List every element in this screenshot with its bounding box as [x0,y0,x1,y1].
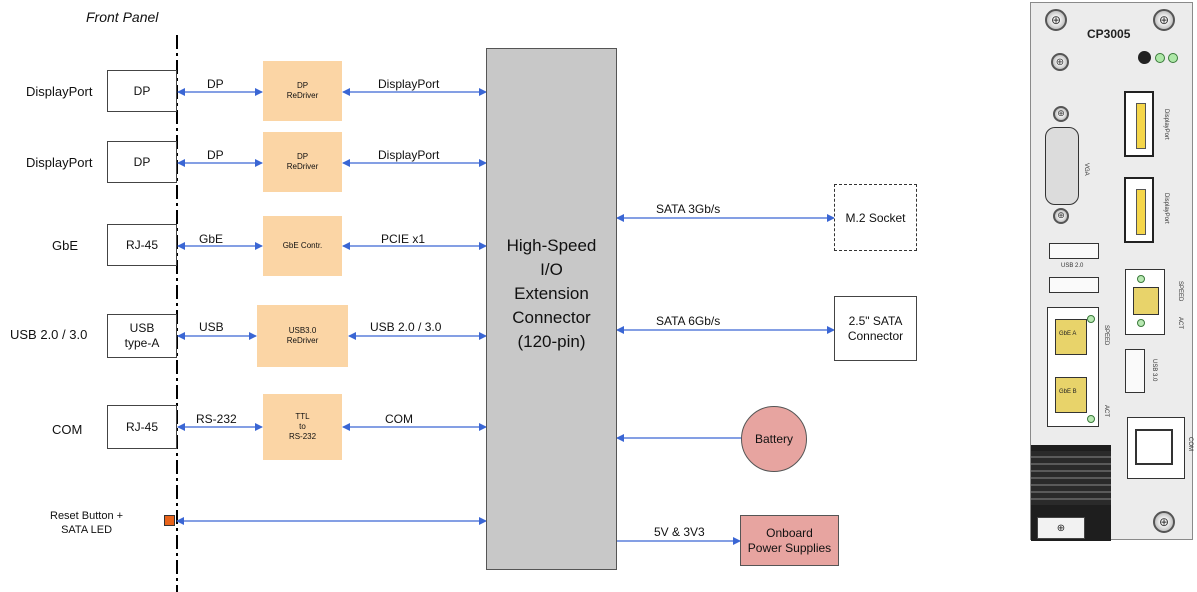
speed-label-right: SPEED [1177,281,1183,302]
panel-handle-plate: ⊕ [1037,517,1085,539]
panel-handle: ⊕ [1031,445,1111,541]
led-icon [1137,275,1145,283]
chip-dp-redriver-1-label: DP ReDriver [286,81,319,100]
act-label-right: ACT [1177,317,1183,329]
com-label: COM [1187,437,1193,451]
gbe-a-jack [1055,319,1087,355]
displayport-2-slot [1136,189,1146,235]
chip-dp-redriver-1: DP ReDriver [263,61,342,121]
link-rs232: RS-232 [196,412,237,426]
vga-port [1045,127,1079,205]
row-label-displayport-2: DisplayPort [26,155,93,170]
led-icon [1168,53,1178,63]
row-label-usb: USB 2.0 / 3.0 [10,327,88,342]
sata-connector-label: 2.5" SATA Connector [847,313,904,343]
link-sata-6gbs: SATA 6Gb/s [656,314,721,328]
usb20-port-1 [1049,243,1099,259]
onboard-power-supplies: Onboard Power Supplies [740,515,839,566]
connector-usb-type-a: USB type-A [107,314,177,358]
battery-label: Battery [754,432,793,446]
link-sata-3gbs: SATA 3Gb/s [656,202,721,216]
link-usb-2-3: USB 2.0 / 3.0 [370,320,442,334]
chip-usb3-redriver: USB3.0 ReDriver [257,305,348,367]
link-dp-2: DP [207,148,224,162]
usb30-label: USB 3.0 [1151,359,1157,382]
link-displayport-2: DisplayPort [378,148,440,162]
connector-rj45-com-label: RJ-45 [125,420,158,434]
connector-dp-2-label: DP [133,155,151,169]
link-usb: USB [199,320,224,334]
led-icon [1138,51,1151,64]
gbe-right-jack [1133,287,1159,315]
front-panel-view: ⊕ ⊕ CP3005 ⊕ ⊕ ⊕ VGA DisplayPort Display… [1030,2,1193,541]
link-5v-3v3: 5V & 3V3 [654,525,705,539]
com-jack [1135,429,1173,465]
connector-usb-type-a-label: USB type-A [124,321,160,350]
onboard-power-supplies-label: Onboard Power Supplies [747,525,832,555]
io-extension-connector-label: High-Speed I/O Extension Connector (120-… [506,236,597,351]
chip-usb3-redriver-label: USB3.0 ReDriver [286,326,319,345]
link-dp-1: DP [207,77,224,91]
sata-connector: 2.5" SATA Connector [834,296,917,361]
m2-socket: M.2 Socket [834,184,917,251]
screw-icon: ⊕ [1045,9,1067,31]
screw-icon: ⊕ [1153,9,1175,31]
chip-gbe-controller: GbE Contr. [263,216,342,276]
reset-button-indicator [164,515,175,526]
screw-icon: ⊕ [1053,208,1069,224]
connector-rj45-gbe: RJ-45 [107,224,177,266]
chip-ttl-to-rs232-label: TTL to RS-232 [288,412,317,441]
usb20-port-2 [1049,277,1099,293]
connector-rj45-com: RJ-45 [107,405,177,449]
displayport-1-slot [1136,103,1146,149]
link-displayport-1: DisplayPort [378,77,440,91]
vga-label: VGA [1083,163,1089,176]
gbe-a-label: GbE A [1059,331,1077,337]
displayport-label-2: DisplayPort [1163,193,1169,224]
link-gbe: GbE [199,232,224,246]
led-icon [1155,53,1165,63]
battery: Battery [741,406,807,472]
front-panel-title: Front Panel [86,9,159,25]
screw-icon: ⊕ [1051,53,1069,71]
row-label-com: COM [52,422,83,437]
chip-gbe-controller-label: GbE Contr. [282,241,323,250]
connector-dp-1-label: DP [133,84,151,98]
gbe-b-label: GbE B [1059,389,1077,395]
connector-dp-2: DP [107,141,177,183]
led-icon [1137,319,1145,327]
chip-ttl-to-rs232: TTL to RS-232 [263,394,342,460]
m2-socket-label: M.2 Socket [845,210,906,225]
panel-model-title: CP3005 [1087,27,1131,41]
connector-dp-1: DP [107,70,177,112]
gbe-b-jack [1055,377,1087,413]
screw-icon: ⊕ [1153,511,1175,533]
displayport-label-1: DisplayPort [1163,109,1169,140]
led-icon [1087,415,1095,423]
usb30-port [1125,349,1145,393]
speed-label-left: SPEED [1103,325,1109,346]
connector-rj45-gbe-label: RJ-45 [125,238,158,252]
link-pcie: PCIE x1 [381,232,426,246]
act-label-left: ACT [1103,405,1109,417]
chip-dp-redriver-2-label: DP ReDriver [286,152,319,171]
panel-handle-stripes [1031,451,1111,505]
led-icon [1087,315,1095,323]
reset-label: Reset Button + SATA LED [50,510,124,536]
link-com: COM [385,412,413,426]
row-label-displayport-1: DisplayPort [26,84,93,99]
screw-icon: ⊕ [1053,106,1069,122]
chip-dp-redriver-2: DP ReDriver [263,132,342,192]
usb20-label: USB 2.0 [1061,263,1084,269]
row-label-gbe: GbE [52,238,79,253]
io-extension-connector: High-Speed I/O Extension Connector (120-… [486,48,617,570]
